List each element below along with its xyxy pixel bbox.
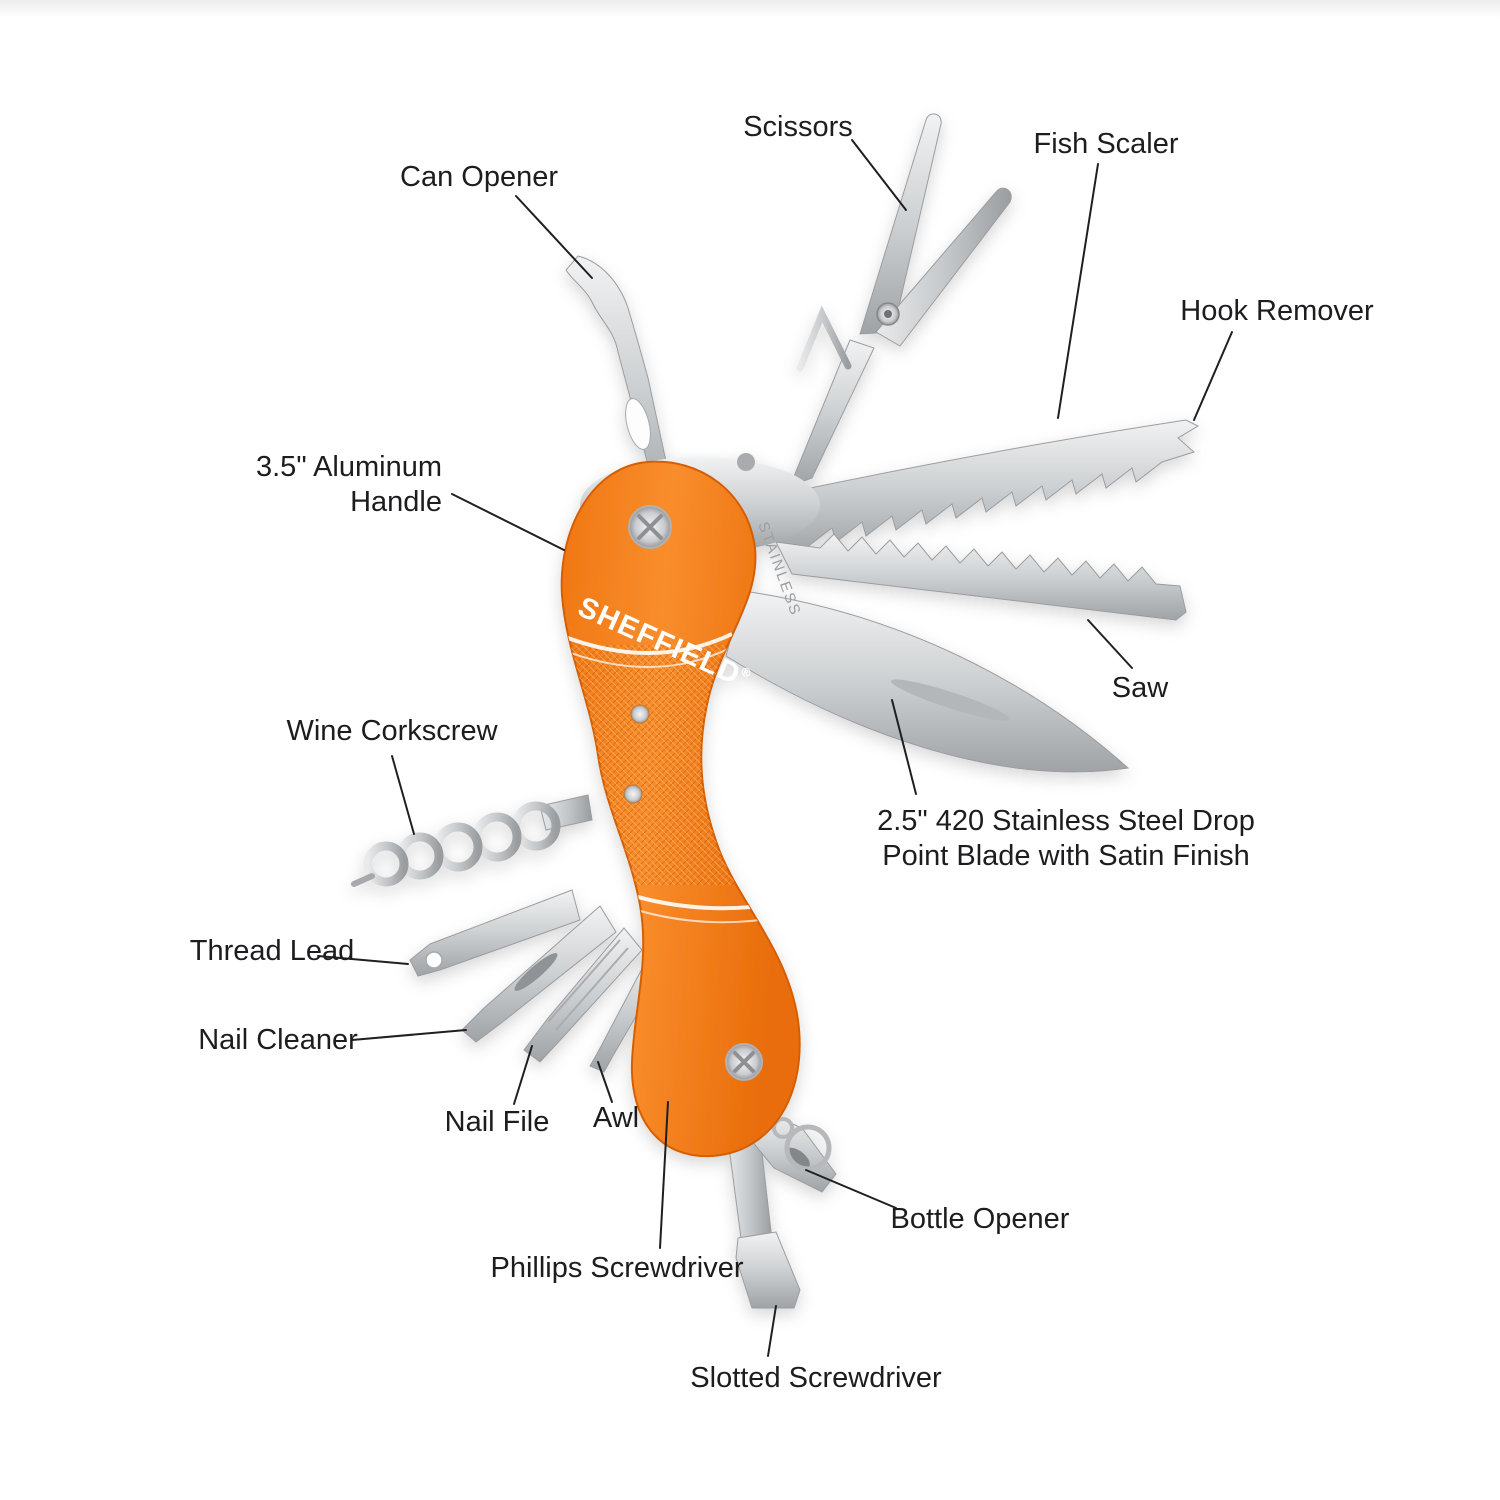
label-aluminum-handle: 3.5" Aluminum Handle (256, 451, 442, 519)
leader-line-wine-corkscrew (391, 755, 415, 835)
leader-line-drop-point-blade (891, 699, 917, 795)
leader-line-bottle-opener (805, 1169, 897, 1209)
leader-line-thread-lead (317, 955, 409, 965)
scissors-blade-left (859, 113, 942, 335)
leader-line-hook-remover (1193, 331, 1233, 421)
label-slotted-screwdriver: Slotted Screwdriver (690, 1362, 942, 1394)
label-scissors: Scissors (743, 111, 853, 143)
nail-cleaner-slot (514, 953, 558, 991)
can-opener-cutout (625, 398, 651, 450)
leader-line-fish-scaler (1057, 163, 1099, 419)
thread-lead-hole (425, 951, 443, 969)
leader-line-aluminum-handle (451, 493, 565, 551)
leader-lines (317, 139, 1233, 1357)
handle-rivet-upper (630, 704, 650, 724)
label-saw: Saw (1111, 672, 1169, 704)
label-nail-file: Nail File (444, 1106, 550, 1138)
bottle-opener-notch (786, 1147, 810, 1169)
thread-lead-tool (409, 889, 581, 977)
label-can-opener: Can Opener (400, 161, 558, 193)
label-wine-corkscrew: Wine Corkscrew (286, 715, 498, 747)
leader-line-slotted (767, 1305, 777, 1357)
key-ring (772, 1117, 832, 1172)
nail-cleaner-tool (461, 905, 617, 1043)
can-opener-tool (565, 255, 675, 520)
leader-line-can-opener (515, 195, 593, 279)
handle-rivet-lower (623, 784, 643, 804)
scissors-tool (789, 113, 1012, 487)
blade-nail-nick (890, 679, 1010, 721)
label-phillips-screwdriver: Phillips Screwdriver (490, 1252, 744, 1284)
label-fish-scaler: Fish Scaler (1033, 128, 1179, 160)
scissors-blade-right (875, 187, 1012, 347)
handle-screw-top (628, 505, 672, 549)
nail-file-tool (523, 927, 643, 1063)
label-thread-lead: Thread Lead (189, 935, 355, 967)
leader-line-awl (597, 1061, 613, 1103)
label-nail-cleaner: Nail Cleaner (198, 1024, 358, 1056)
leader-line-scissors (851, 139, 907, 211)
leader-line-nail-cleaner (351, 1029, 467, 1041)
label-awl: Awl (592, 1102, 640, 1134)
label-hook-remover: Hook Remover (1180, 295, 1374, 327)
saw-tool (775, 533, 1187, 621)
label-drop-point-blade: 2.5" 420 Stainless Steel Drop Point Blad… (877, 805, 1255, 873)
wine-corkscrew-tool (351, 794, 593, 887)
label-bottle-opener: Bottle Opener (890, 1203, 1070, 1235)
leader-line-nail-file (513, 1045, 533, 1105)
drop-point-blade-tool (725, 591, 1130, 773)
fish-scaler-hook-remover-tool (771, 419, 1200, 557)
leader-line-saw (1087, 619, 1133, 669)
scissors-spring (796, 305, 852, 372)
handle-screw-bottom (725, 1043, 763, 1081)
leader-line-phillips (659, 1101, 669, 1249)
